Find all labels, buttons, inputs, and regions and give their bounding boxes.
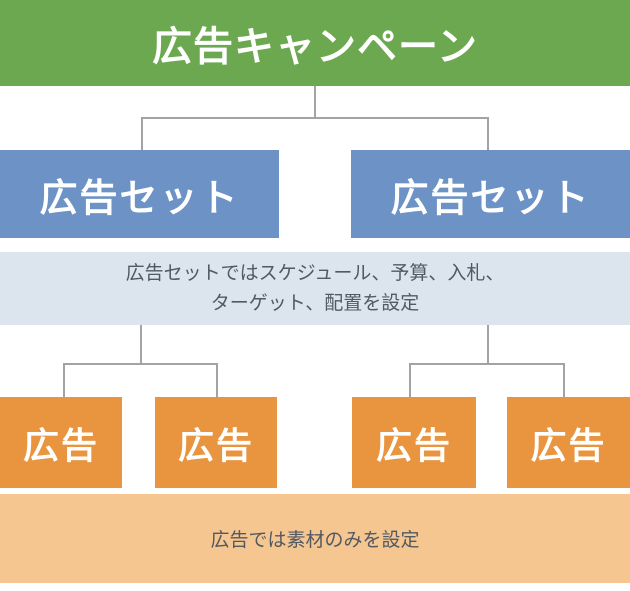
ad-box: 広告 (0, 397, 122, 488)
adset-note-bar: 広告セットではスケジュール、予算、入札、 ターゲット、配置を設定 (0, 252, 630, 325)
connector-ad-drop-2 (216, 363, 218, 397)
connector-adset-drop-left (141, 117, 143, 150)
connector-ad-drop-1 (63, 363, 65, 397)
connector-campaign-stem (314, 86, 316, 118)
ad-box: 広告 (155, 397, 277, 488)
ad-label: 広告 (530, 424, 607, 466)
ad-label: 広告 (177, 424, 254, 466)
adset-label: 広告セット (39, 177, 240, 220)
connector-left-crossbar (63, 363, 218, 365)
adset-note-line1: 広告セットではスケジュール、予算、入札、 (125, 263, 505, 285)
adset-note-line2: ターゲット、配置を設定 (210, 292, 420, 314)
connector-campaign-crossbar (141, 117, 489, 119)
ad-label: 広告 (22, 424, 99, 466)
ad-note-label: 広告では素材のみを設定 (210, 530, 420, 551)
campaign-label: 広告キャンペーン (152, 25, 478, 69)
adset-label: 広告セット (390, 177, 591, 220)
adset-box: 広告セット (0, 150, 279, 238)
ad-label: 広告 (375, 424, 452, 466)
ad-box: 広告 (352, 397, 476, 488)
connector-right-stem (487, 325, 489, 364)
connector-ad-drop-3 (409, 363, 411, 397)
adset-box: 広告セット (351, 150, 630, 238)
ad-note-bar: 広告では素材のみを設定 (0, 494, 630, 583)
connector-right-crossbar (409, 363, 565, 365)
campaign-box: 広告キャンペーン (0, 0, 630, 86)
connector-adset-drop-right (487, 117, 489, 150)
ad-box: 広告 (507, 397, 630, 488)
connector-ad-drop-4 (563, 363, 565, 397)
connector-left-stem (140, 325, 142, 364)
